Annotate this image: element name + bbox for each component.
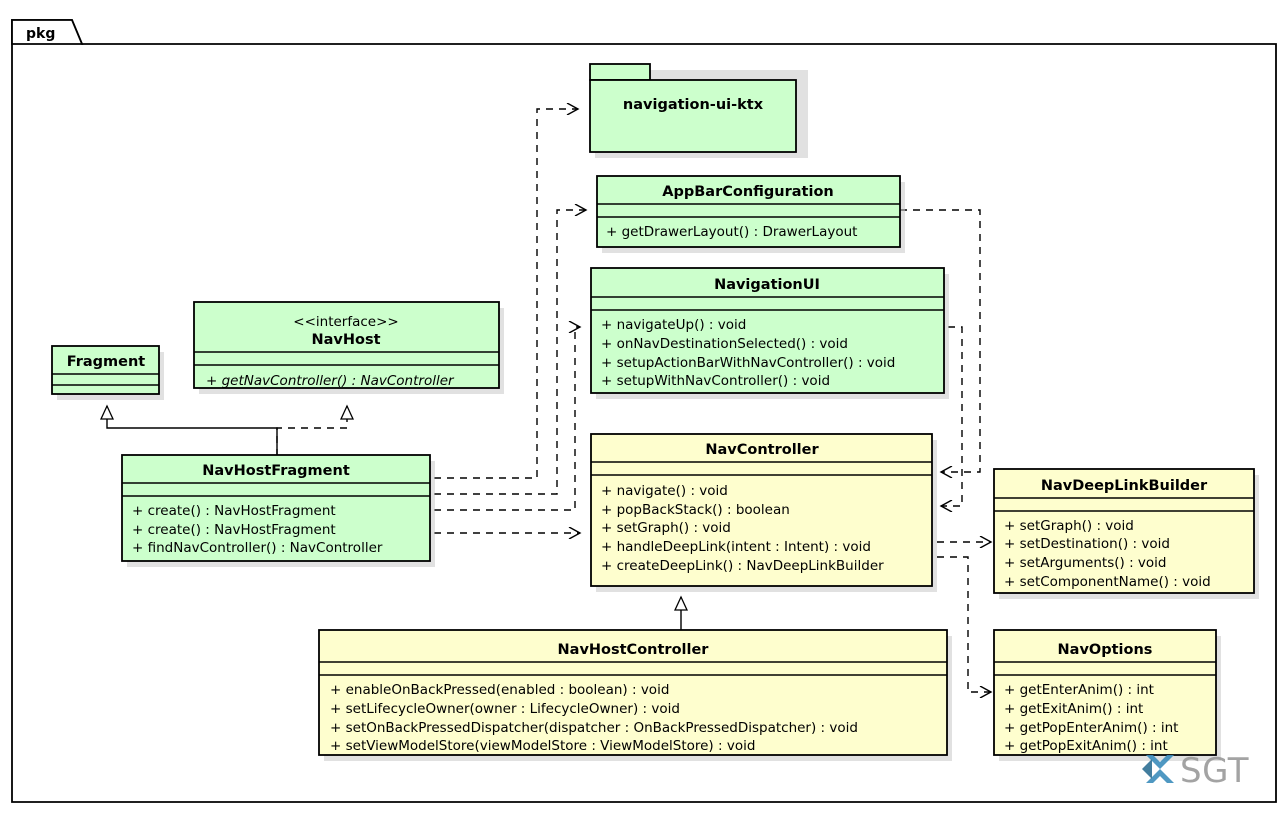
navigation-ui-method-3: + setupWithNavController() : void	[601, 373, 830, 389]
node-app-bar-configuration[interactable]: AppBarConfiguration + getDrawerLayout() …	[596, 175, 905, 253]
package-label: pkg	[26, 26, 55, 42]
node-nav-deep-link-builder[interactable]: NavDeepLinkBuilder + setGraph() : void +…	[993, 468, 1259, 599]
nav-host-fragment-method-2: + findNavController() : NavController	[132, 540, 383, 556]
nav-options-method-2: + getPopEnterAnim() : int	[1004, 720, 1178, 736]
node-nav-host-controller[interactable]: NavHostController + enableOnBackPressed(…	[318, 629, 952, 761]
sgt-watermark: SGT	[1142, 751, 1249, 791]
connectors	[107, 109, 991, 692]
edge-navigationui-navcontroller	[941, 326, 963, 506]
nav-controller-method-0: + navigate() : void	[601, 483, 728, 499]
edge-navhostfragment-fragment	[107, 406, 278, 456]
nav-deep-link-builder-title: NavDeepLinkBuilder	[1041, 478, 1208, 494]
nav-host-title: NavHost	[311, 332, 380, 348]
nav-host-fragment-title: NavHostFragment	[202, 463, 350, 479]
nav-controller-title: NavController	[705, 442, 819, 458]
nav-host-controller-title: NavHostController	[558, 642, 710, 658]
node-nav-host-fragment[interactable]: NavHostFragment + create() : NavHostFrag…	[121, 454, 435, 567]
nav-controller-method-3: + handleDeepLink(intent : Intent) : void	[601, 539, 871, 555]
nav-options-method-1: + getExitAnim() : int	[1004, 701, 1143, 717]
nav-deep-link-builder-method-1: + setDestination() : void	[1004, 536, 1170, 552]
nav-host-method-0: + getNavController() : NavController	[206, 373, 455, 389]
navigation-ui-method-1: + onNavDestinationSelected() : void	[601, 336, 848, 352]
nav-controller-method-1: + popBackStack() : boolean	[601, 502, 790, 518]
navigation-ui-title: NavigationUI	[714, 277, 820, 293]
nav-host-stereotype: <<interface>>	[293, 314, 398, 330]
nav-deep-link-builder-method-0: + setGraph() : void	[1004, 518, 1134, 534]
sgt-watermark-text: SGT	[1180, 751, 1249, 791]
node-nav-host[interactable]: <<interface>> NavHost + getNavController…	[193, 301, 504, 394]
edge-appbarconfiguration-navcontroller	[900, 209, 981, 472]
edge-navcontroller-navoptions	[937, 556, 991, 692]
nav-host-controller-method-3: + setViewModelStore(viewModelStore : Vie…	[330, 738, 755, 754]
nav-deep-link-builder-method-3: + setComponentName() : void	[1004, 574, 1211, 590]
app-bar-configuration-method-0: + getDrawerLayout() : DrawerLayout	[606, 224, 857, 240]
nav-deep-link-builder-method-2: + setArguments() : void	[1004, 555, 1166, 571]
navigation-ui-ktx-title: navigation-ui-ktx	[623, 97, 764, 113]
nav-controller-method-2: + setGraph() : void	[601, 520, 731, 536]
node-nav-controller[interactable]: NavController + navigate() : void + popB…	[590, 433, 937, 592]
app-bar-configuration-title: AppBarConfiguration	[662, 184, 833, 200]
node-navigation-ui-ktx[interactable]: navigation-ui-ktx	[589, 63, 808, 158]
navigation-ui-method-0: + navigateUp() : void	[601, 317, 746, 333]
node-fragment[interactable]: Fragment	[51, 345, 164, 400]
node-navigation-ui[interactable]: NavigationUI + navigateUp() : void + onN…	[590, 267, 949, 399]
nav-options-method-3: + getPopExitAnim() : int	[1004, 738, 1168, 754]
edge-navhostfragment-navhost	[276, 406, 347, 456]
edge-navhostfragment-navigationui	[434, 327, 580, 511]
fragment-title: Fragment	[67, 354, 146, 370]
node-nav-options[interactable]: NavOptions + getEnterAnim() : int + getE…	[993, 629, 1221, 761]
nav-host-controller-method-0: + enableOnBackPressed(enabled : boolean)…	[330, 682, 669, 698]
nav-options-method-0: + getEnterAnim() : int	[1004, 682, 1154, 698]
nav-controller-method-4: + createDeepLink() : NavDeepLinkBuilder	[601, 558, 884, 574]
edge-navhostfragment-navigationuiktx	[434, 109, 578, 479]
nav-host-controller-method-2: + setOnBackPressedDispatcher(dispatcher …	[330, 720, 858, 736]
nav-host-fragment-method-0: + create() : NavHostFragment	[132, 503, 336, 519]
nav-options-title: NavOptions	[1058, 642, 1153, 658]
nav-host-fragment-method-1: + create() : NavHostFragment	[132, 522, 336, 538]
edge-navhostfragment-appbarconfiguration	[434, 210, 586, 495]
sgt-logo-icon	[1142, 755, 1174, 783]
nav-host-controller-method-1: + setLifecycleOwner(owner : LifecycleOwn…	[330, 701, 680, 717]
navigation-ui-method-2: + setupActionBarWithNavController() : vo…	[601, 355, 895, 371]
package-frame	[11, 19, 1277, 803]
